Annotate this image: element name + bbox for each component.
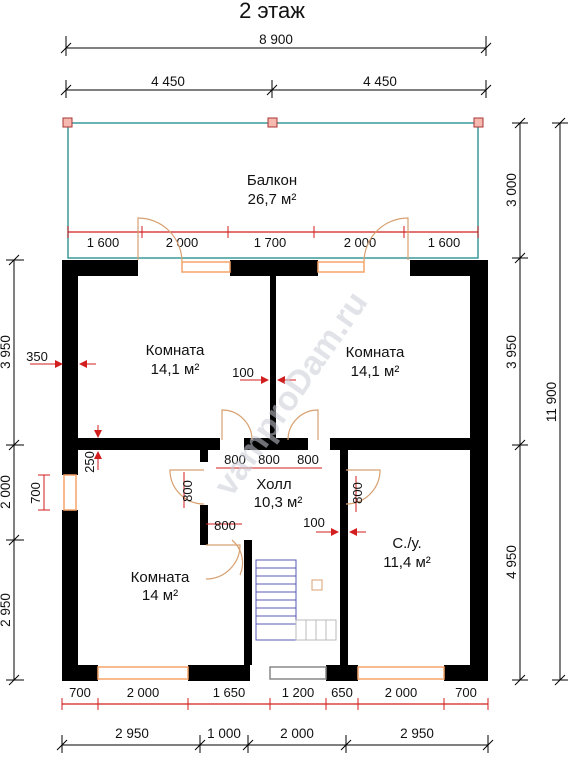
bottom-red-dim-4: 1 200 [282,685,315,700]
interior-doors [169,409,381,580]
bottom-red-dim-1: 700 [69,685,91,700]
bottom-black-dim-3: 2 000 [280,726,314,741]
dim-half-left: 4 450 [151,74,185,89]
dim-overall-width: 8 900 [60,32,492,56]
room-top-right-name: Комната [346,344,405,361]
dim-half-right: 4 450 [363,74,397,89]
right-dims: 3 000 3 950 4 950 11 900 [504,117,568,686]
bottom-red-dims: 700 2 000 1 650 1 200 650 2 000 700 [61,685,489,710]
balcony-name: Балкон [247,172,297,189]
balcony-dim-3: 1 700 [254,235,287,250]
balcony-dim-5: 1 600 [428,235,461,250]
left-dim-2: 2 000 [0,475,13,509]
balcony-dim-4: 2 000 [344,235,377,250]
dim-wall-250: 250 [82,451,97,473]
right-dim-3: 4 950 [504,545,519,579]
bathroom-area: 11,4 м² [383,554,431,571]
dim-door-800-2: 800 [258,452,280,467]
dim-wall-350: 350 [26,349,48,364]
windows [63,261,445,680]
hall-name: Холл [256,476,291,493]
dim-door-800-3: 800 [297,452,319,467]
stairs [255,559,337,641]
left-dims: 3 950 2 000 2 950 [0,254,24,686]
balcony-doors [137,217,409,263]
balcony: Балкон 26,7 м² [62,117,484,259]
right-dim-2: 3 950 [504,335,519,369]
interior-walls [78,276,470,665]
room-top-left-area: 14,1 м² [151,361,200,378]
room-bottom-left-name: Комната [131,569,190,586]
bottom-red-dim-7: 700 [455,685,477,700]
room-top-right-area: 14,1 м² [351,363,400,380]
dim-window-700: 700 [28,482,43,504]
hall-area: 10,3 м² [254,494,303,511]
room-top-left-name: Комната [146,342,205,359]
balcony-area: 26,7 м² [248,191,297,208]
bottom-red-dim-6: 2 000 [385,685,418,700]
dim-overall-width-label: 8 900 [259,32,293,47]
outer-walls [62,260,488,681]
bottom-black-dim-4: 2 950 [400,726,434,741]
balcony-dim-1: 1 600 [87,235,120,250]
dim-door-800-1: 800 [224,452,246,467]
inner-dims: 350 100 250 700 800 800 800 800 800 800 … [26,349,366,536]
bottom-black-dims: 2 950 1 000 2 000 2 950 [56,726,494,753]
dim-wall-100-a: 100 [232,365,254,380]
bottom-red-dim-5: 650 [331,685,353,700]
floor-title: 2 этаж [239,0,305,23]
bottom-red-dim-3: 1 650 [213,685,246,700]
dim-door-800-right: 800 [350,482,365,504]
bathroom-name: С./у. [392,535,421,552]
left-dim-1: 3 950 [0,335,13,369]
dim-wall-100-b: 100 [303,515,325,530]
bottom-black-dim-1: 2 950 [115,726,149,741]
right-dim-1: 3 000 [504,173,519,207]
balcony-dims: 1 600 2 000 1 700 2 000 1 600 [67,226,479,250]
dim-overall-height: 11 900 [544,382,559,422]
bottom-red-dim-2: 2 000 [127,685,160,700]
bottom-black-dim-2: 1 000 [207,726,241,741]
dim-door-800-left: 800 [180,480,195,502]
dim-half-widths: 4 450 4 450 [60,74,492,98]
left-dim-3: 2 950 [0,593,13,627]
room-bottom-left-area: 14 м² [142,587,178,604]
dim-door-800-left2: 800 [214,518,236,533]
balcony-dim-2: 2 000 [166,235,199,250]
